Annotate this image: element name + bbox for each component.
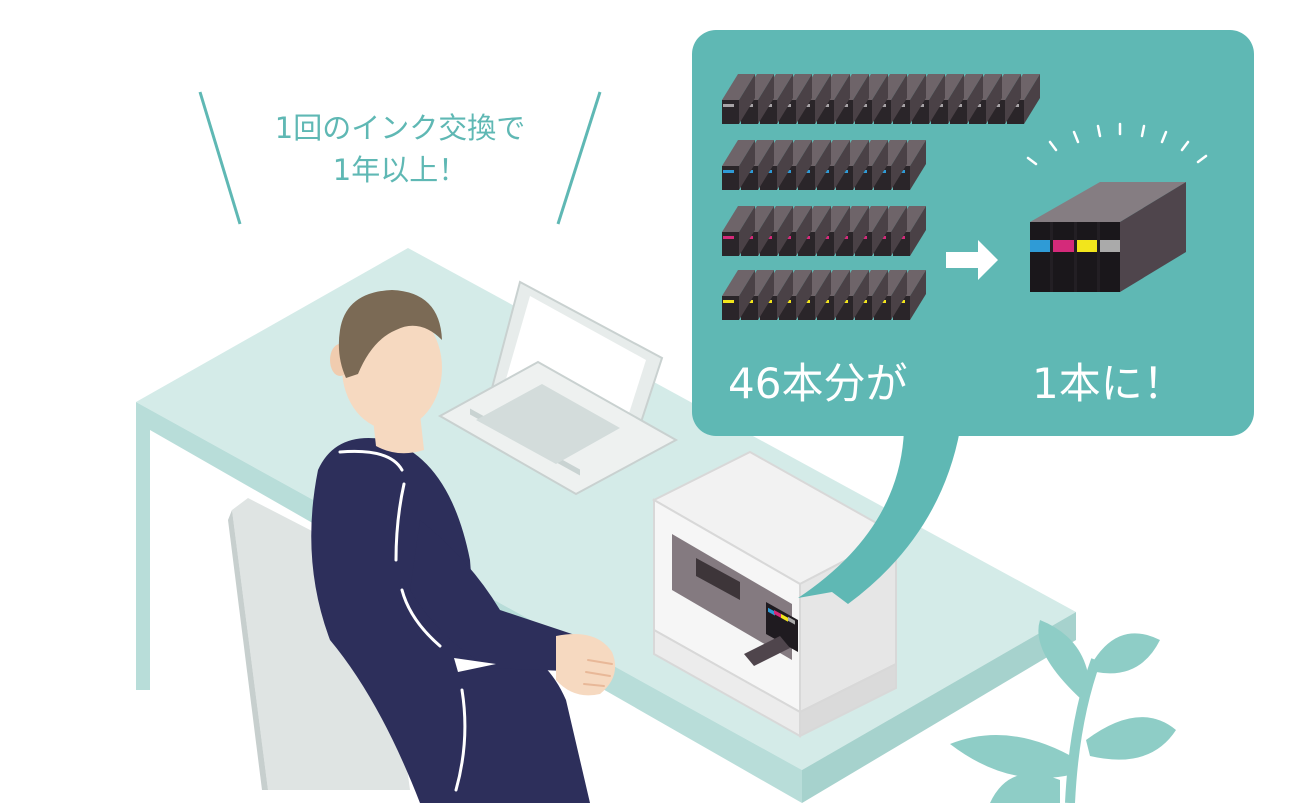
after-count-label: 1本に！ <box>1032 359 1185 408</box>
ink-cartridge <box>722 206 755 256</box>
before-count-label: 46本分が <box>728 359 907 408</box>
callout: 1回のインク交換で 1年以上！ <box>198 91 602 225</box>
callout-line-1: 1回のインク交換で <box>275 111 525 145</box>
cartridge-row <box>722 74 1040 124</box>
cartridge-row <box>722 140 926 190</box>
office-worker <box>311 290 616 803</box>
sparkle-icon <box>1026 122 1208 166</box>
single-cartridge-icon <box>1030 182 1186 292</box>
printer <box>651 450 899 738</box>
ink-cartridge <box>722 74 755 124</box>
arrow-right-icon <box>946 240 998 280</box>
cartridge-rows <box>722 74 1040 320</box>
cartridge-row <box>722 270 926 320</box>
ink-cartridge <box>874 74 907 124</box>
cartridge-row <box>722 206 926 256</box>
plant <box>950 620 1176 803</box>
ink-cartridge <box>722 270 755 320</box>
laptop <box>437 280 679 496</box>
callout-line-2: 1年以上！ <box>333 153 467 187</box>
speech-bubble <box>692 30 1254 604</box>
ink-cartridge <box>722 140 755 190</box>
